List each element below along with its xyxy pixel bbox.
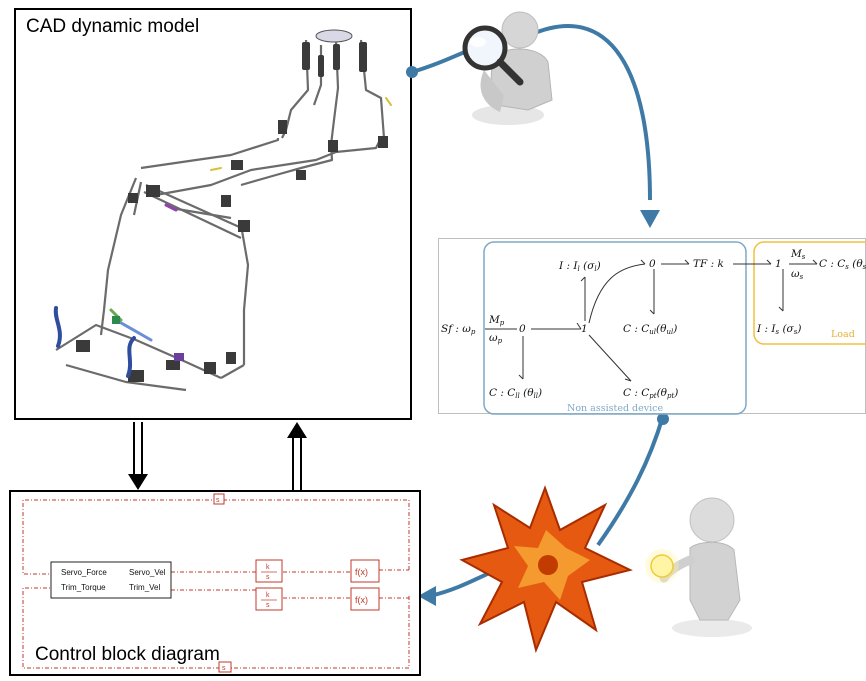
omega-s-label: ωs: [791, 268, 804, 281]
bond-graph-panel: Sf : ωp Mp ωp 0 1 I : Il (σl) 0 TF : k 1…: [438, 238, 866, 415]
gain-block-bottom: k s: [255, 587, 283, 611]
function-block-bottom: [350, 587, 380, 611]
one-right-node: 1: [775, 258, 782, 270]
feedback-block-top: [213, 493, 225, 505]
omega-p-label: ωp: [489, 332, 503, 345]
non-assisted-label: Non assisted device: [567, 403, 663, 414]
arrow-inspector-to-bondgraph: [529, 24, 652, 201]
feedback-block-bottom-label: s: [222, 665, 226, 672]
arrow-cad-to-inspector: [411, 48, 471, 74]
zero-left-node: 0: [519, 323, 526, 335]
mp-label: Mp: [488, 314, 505, 327]
function-block-top-label: f(x): [355, 567, 368, 577]
function-block-top: [350, 559, 380, 583]
c-pt-label: C : Cpt(θpt): [623, 387, 678, 400]
svg-text:k: k: [266, 592, 270, 599]
double-arrow-up: [292, 436, 302, 490]
input-servo-force: Servo_Force: [61, 568, 107, 577]
one-mid-node: 1: [581, 323, 588, 335]
cad-mechanism-drawing: [53, 29, 392, 392]
output-servo-vel: Servo_Vel: [129, 568, 166, 577]
bond-graph-diagram: Sf : ωp Mp ωp 0 1 I : Il (σl) 0 TF : k 1…: [441, 241, 866, 415]
cad-panel-title: CAD dynamic model: [26, 16, 200, 37]
feedback-block-bottom: [218, 661, 232, 673]
tf-label: TF : k: [693, 258, 724, 270]
function-block-bottom-label: f(x): [355, 595, 368, 605]
svg-text:s: s: [266, 574, 270, 581]
inspector-figure-icon: [462, 11, 553, 125]
svg-text:s: s: [266, 602, 270, 609]
cad-panel: CAD dynamic model: [14, 8, 412, 420]
c-s-label: C : Cs (θs): [819, 258, 866, 271]
plant-block: [50, 561, 172, 599]
idea-figure-icon: [645, 497, 752, 637]
c-ll-label: C : Cll (θll): [489, 387, 542, 400]
i-l-label: I : Il (σl): [558, 260, 601, 273]
input-trim-torque: Trim_Torque: [61, 583, 106, 592]
c-ul-label: C : Cul(θul): [623, 323, 677, 336]
svg-text:k: k: [266, 564, 270, 571]
zero-top-node: 0: [649, 258, 656, 270]
load-label: Load: [831, 329, 855, 340]
feedback-block-top-label: s: [216, 497, 220, 504]
non-assisted-device-box: [483, 241, 747, 415]
double-arrow-down: [133, 422, 143, 478]
arrow-bondgraph-to-solver: [596, 415, 665, 547]
control-panel-title: Control block diagram: [35, 644, 220, 665]
gain-block-top: k s: [255, 559, 283, 583]
control-panel: s s Servo_Force Trim_Torque Servo_Vel Tr…: [9, 490, 421, 676]
source-label: Sf : ωp: [441, 323, 476, 336]
output-trim-vel: Trim_Vel: [129, 583, 160, 592]
ms-label: Ms: [790, 248, 806, 261]
load-box: [753, 241, 866, 345]
control-block-diagram: s s Servo_Force Trim_Torque Servo_Vel Tr…: [22, 493, 410, 673]
i-s-label: I : Is (σs): [756, 323, 801, 336]
solver-star-icon: [459, 485, 633, 654]
